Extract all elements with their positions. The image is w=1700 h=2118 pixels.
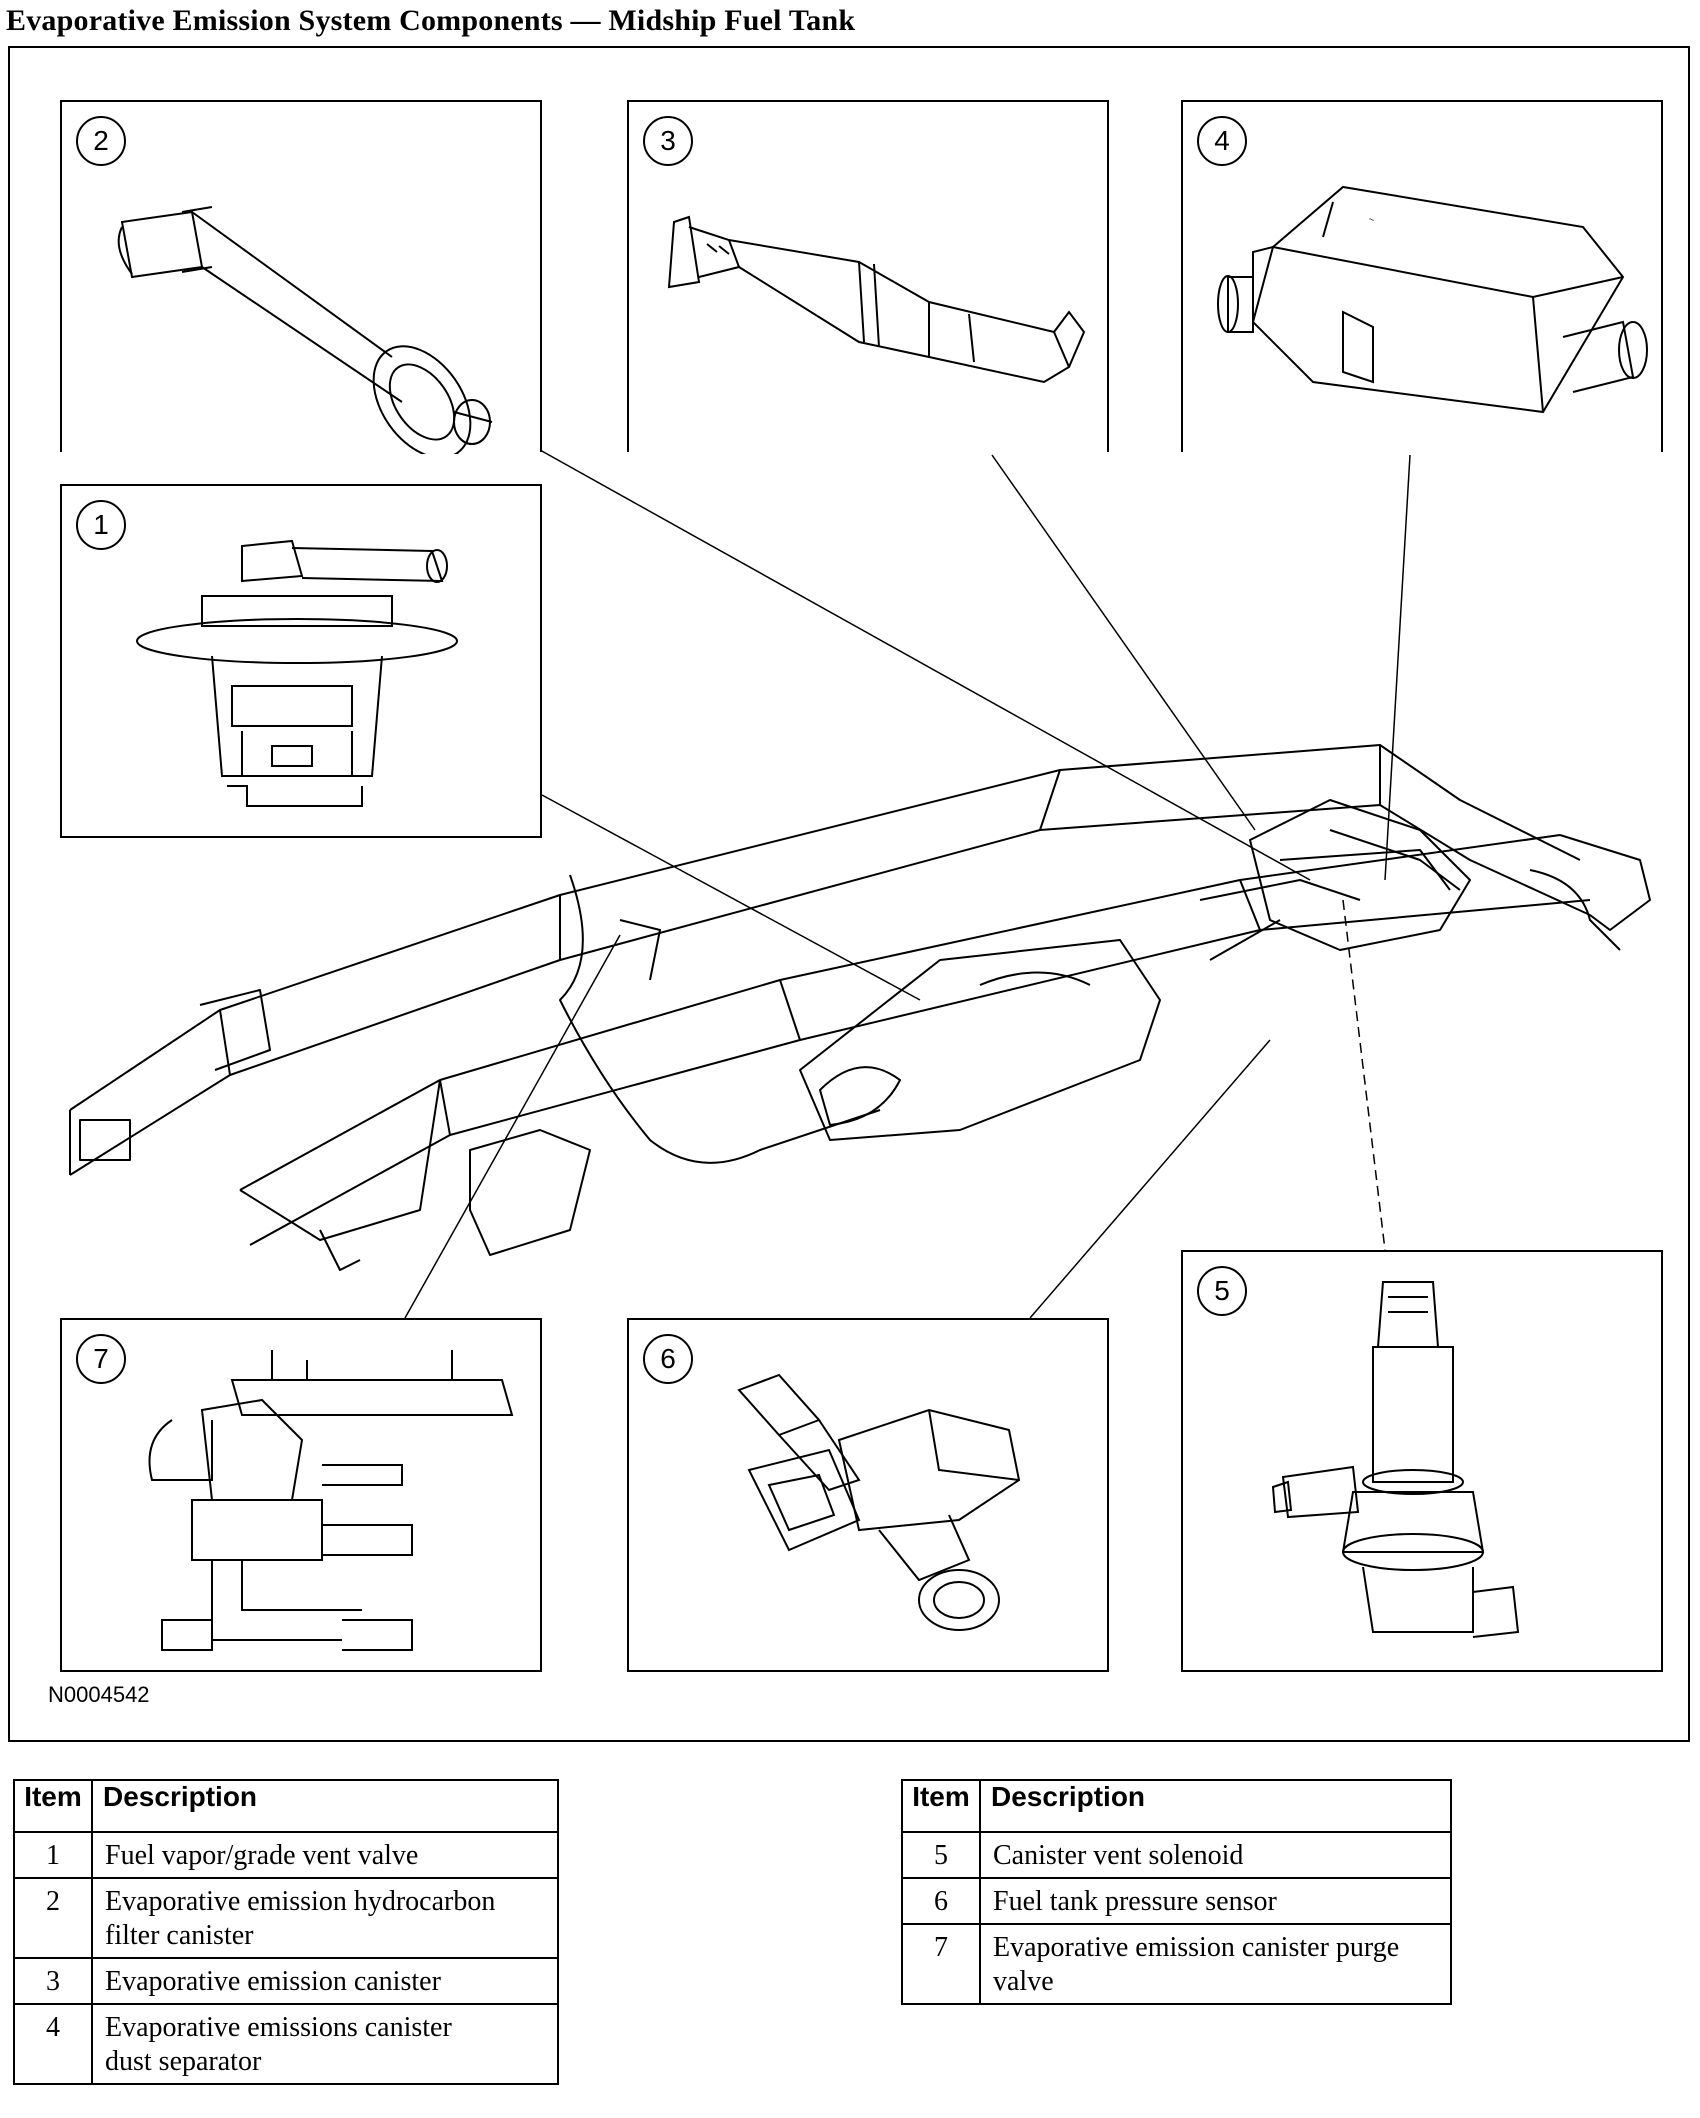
purge-valve-icon (148, 1350, 514, 1651)
item-number: 2 (13, 1877, 93, 1959)
item-number: 6 (901, 1877, 981, 1925)
diagram-frame (8, 46, 1690, 1742)
table-row: 7 Evaporative emission canister purge va… (901, 1923, 1452, 2005)
table-row: 3 Evaporative emission canister (13, 1957, 559, 2005)
evaporative-emission-canister-icon (667, 215, 1086, 384)
panel-item-7: 7 (60, 1318, 542, 1672)
item-number: 7 (901, 1923, 981, 2005)
header-description: Description (979, 1779, 1452, 1833)
panel-item-1: 1 (60, 484, 542, 838)
table-row: 1 Fuel vapor/grade vent valve (13, 1831, 559, 1879)
callout-4: 4 (1197, 116, 1247, 166)
panel-item-6: 6 (627, 1318, 1109, 1672)
header-description: Description (91, 1779, 559, 1833)
item-number: 4 (13, 2003, 93, 2085)
legend-table-left: Item Description 1 Fuel vapor/grade vent… (13, 1779, 559, 2085)
item-number: 5 (901, 1831, 981, 1879)
item-description: Evaporative emissions canister dust sepa… (91, 2003, 559, 2085)
figure-code: N0004542 (48, 1682, 150, 1707)
fuel-vapor-vent-valve-icon (136, 539, 458, 807)
hydrocarbon-filter-canister-icon (117, 206, 493, 454)
callout-5: 5 (1197, 1266, 1247, 1316)
dust-separator-icon: ~ (1217, 185, 1648, 414)
table-row: 6 Fuel tank pressure sensor (901, 1877, 1452, 1925)
item-description: Canister vent solenoid (979, 1831, 1452, 1879)
canister-vent-solenoid-icon (1271, 1281, 1520, 1638)
legend-table-right: Item Description 5 Canister vent solenoi… (901, 1779, 1452, 2005)
panel-item-3: 3 (627, 100, 1109, 452)
callout-7: 7 (76, 1334, 126, 1384)
item-description: Evaporative emission hydrocarbon filter … (91, 1877, 559, 1959)
table-row: 2 Evaporative emission hydrocarbon filte… (13, 1877, 559, 1959)
panel-item-4: 4 ~ (1181, 100, 1663, 452)
item-number: 1 (13, 1831, 93, 1879)
panel-item-5: 5 (1181, 1250, 1663, 1672)
pressure-sensor-icon (737, 1373, 1021, 1631)
table-row: 4 Evaporative emissions canister dust se… (13, 2003, 559, 2085)
item-number: 3 (13, 1957, 93, 2005)
item-description: Evaporative emission canister (91, 1957, 559, 2005)
header-item: Item (13, 1779, 93, 1833)
callout-6: 6 (643, 1334, 693, 1384)
callout-2: 2 (76, 116, 126, 166)
item-description: Fuel tank pressure sensor (979, 1877, 1452, 1925)
callout-1: 1 (76, 500, 126, 550)
callout-3: 3 (643, 116, 693, 166)
item-description: Fuel vapor/grade vent valve (91, 1831, 559, 1879)
panel-item-2: 2 (60, 100, 542, 454)
header-item: Item (901, 1779, 981, 1833)
svg-text:~: ~ (1367, 214, 1376, 226)
page-title: Evaporative Emission System Components —… (6, 4, 856, 37)
item-description: Evaporative emission canister purge valv… (979, 1923, 1452, 2005)
table-row: 5 Canister vent solenoid (901, 1831, 1452, 1879)
